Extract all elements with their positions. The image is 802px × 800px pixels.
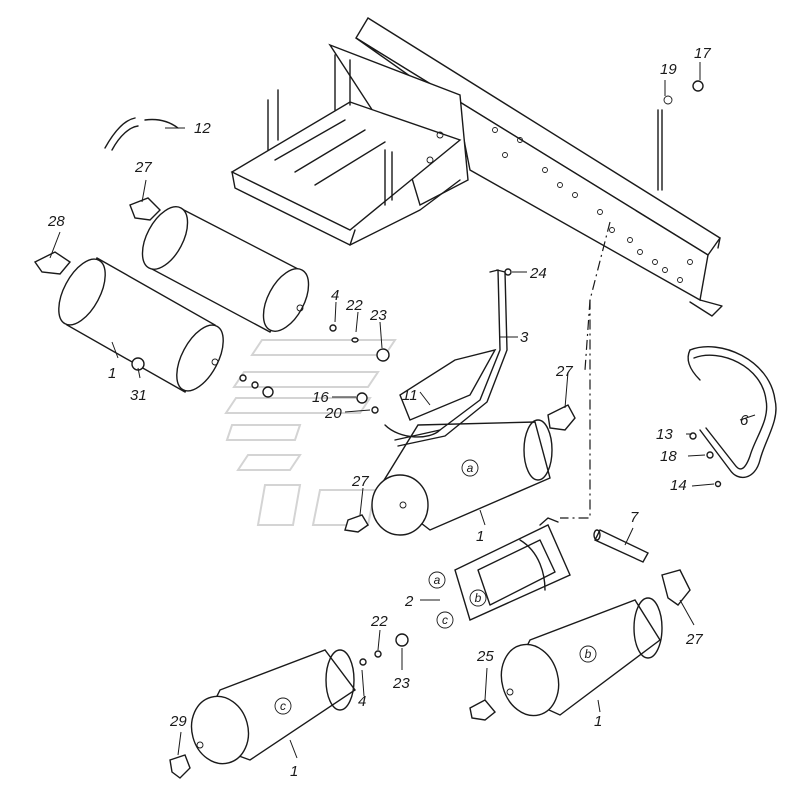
washer-20 [371, 406, 379, 414]
hose-loop [687, 346, 777, 479]
callout-23-a: 23 [369, 307, 387, 324]
callout-31: 31 [130, 387, 147, 404]
ring-22-upper [351, 337, 359, 343]
callout-22-a: 22 [345, 297, 363, 314]
watermark-logo [224, 339, 397, 526]
air-tank-c [190, 649, 357, 765]
rod [657, 95, 673, 191]
callout-27-c: 27 [351, 473, 369, 490]
washer-4-upper [329, 324, 337, 332]
plug-16 [356, 392, 368, 404]
elbow-fitting-27-mid [344, 514, 369, 533]
air-tank-b [500, 597, 663, 717]
plug-23-lower [395, 633, 409, 647]
callout-3: 3 [520, 329, 529, 346]
callout-19: 19 [660, 61, 677, 78]
circle-mark-c-bracket: c [442, 613, 448, 627]
circle-mark-a-tank: a [467, 461, 474, 475]
callout-1-b: 1 [476, 528, 484, 545]
alignment-lines [560, 221, 611, 519]
callout-12: 12 [194, 120, 211, 137]
callout-20: 20 [324, 405, 342, 422]
washer-4-lower [359, 658, 367, 666]
callout-6: 6 [740, 412, 749, 429]
plug-23-upper [376, 348, 390, 362]
callout-1-a: 1 [108, 365, 116, 382]
circle-mark-a-bracket: a [434, 573, 441, 587]
mounting-strap [384, 269, 508, 447]
elbow-fitting-27-lower [661, 569, 691, 606]
nut-17 [692, 80, 704, 92]
callout-24: 24 [529, 265, 547, 282]
washer-24 [504, 268, 512, 276]
callout-25: 25 [476, 648, 494, 665]
callout-labels: 12 27 28 1 31 4 22 23 16 20 3 11 27 27 1… [47, 45, 749, 780]
callout-22-b: 22 [370, 613, 388, 630]
ring-22-lower [374, 650, 382, 658]
callout-27-a: 27 [134, 159, 152, 176]
callout-27-d: 27 [685, 631, 703, 648]
battery-tray [230, 43, 469, 246]
elbow-fitting-29 [169, 754, 191, 779]
callout-7: 7 [630, 509, 639, 526]
clip-18 [706, 451, 714, 459]
callout-18: 18 [660, 448, 677, 465]
callout-1-c: 1 [594, 713, 602, 730]
leader-lines [49, 62, 756, 759]
elbow-fitting-25 [469, 699, 496, 721]
callout-1-d: 1 [290, 763, 298, 780]
air-tank-a [371, 419, 553, 536]
air-tank-left [58, 257, 224, 393]
callout-14: 14 [670, 477, 687, 494]
callout-4-b: 4 [358, 693, 366, 710]
curved-cover [104, 117, 179, 151]
elbow-fitting-28 [33, 251, 72, 275]
callout-2: 2 [404, 593, 414, 610]
tank-bracket [454, 517, 571, 621]
callout-23-b: 23 [392, 675, 410, 692]
air-tank-upper [141, 206, 310, 333]
circle-mark-b-bracket: b [475, 591, 482, 605]
callout-13: 13 [656, 426, 673, 443]
elbow-fitting-27-right [547, 404, 576, 431]
clip-14 [714, 480, 722, 488]
callout-28: 28 [47, 213, 65, 230]
callout-29: 29 [169, 713, 187, 730]
callout-4-a: 4 [331, 287, 339, 304]
callout-16: 16 [312, 389, 329, 406]
circle-marks: a a b b c c [274, 459, 597, 715]
fittings [33, 80, 722, 779]
elbow-fitting-27-upper [129, 197, 161, 221]
circle-mark-b-tank: b [585, 647, 592, 661]
frame-rail [355, 17, 723, 317]
callout-11: 11 [402, 387, 418, 404]
circle-mark-c-tank: c [280, 699, 286, 713]
callout-17: 17 [694, 45, 711, 62]
callout-27-b: 27 [555, 363, 573, 380]
pipe [593, 529, 649, 563]
